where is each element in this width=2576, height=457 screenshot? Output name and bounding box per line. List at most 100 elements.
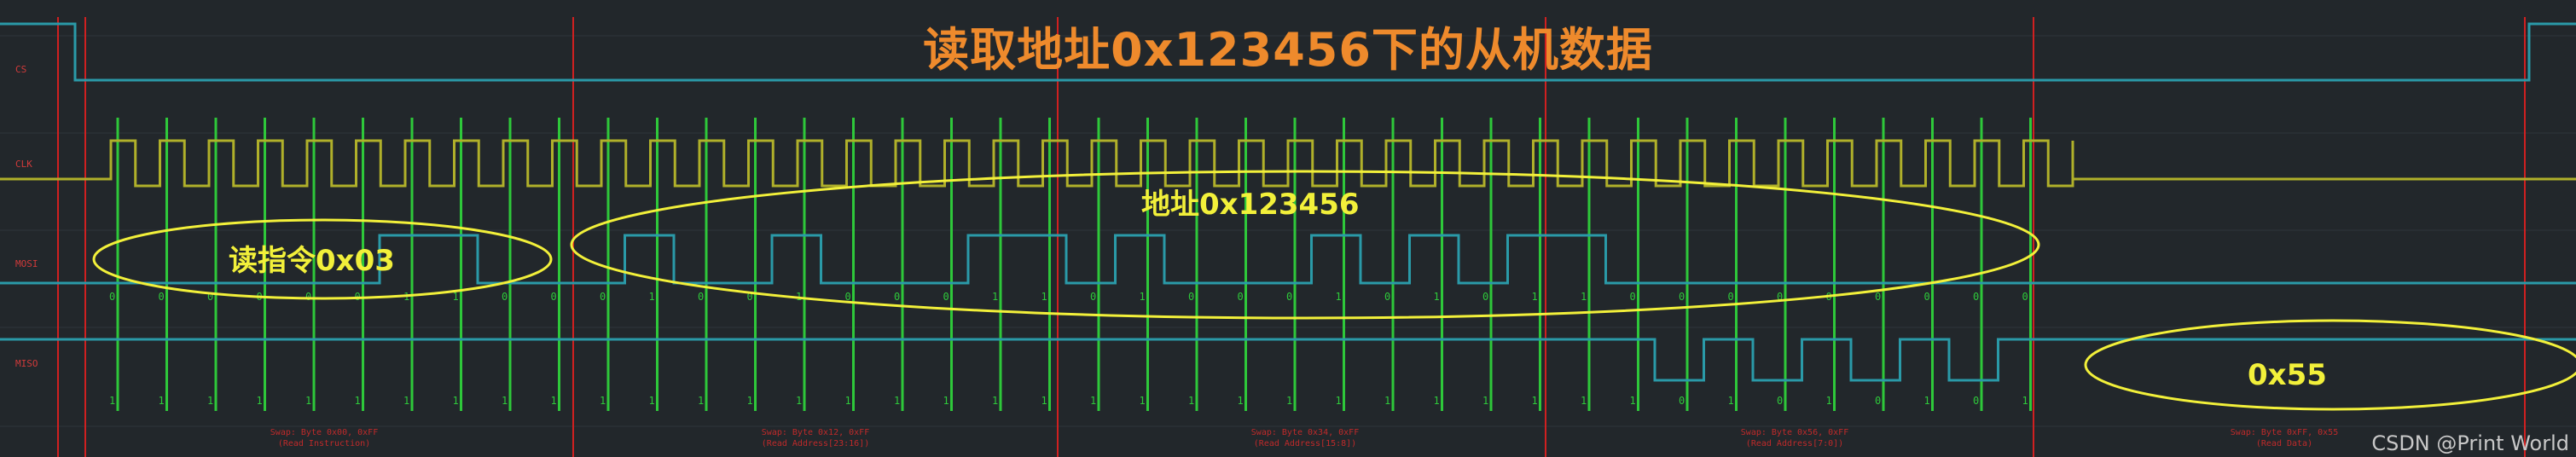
decode-label-instruction-line1: Swap: Byte 0x00, 0xFF xyxy=(270,428,379,437)
decode-label-address-mid: Swap: Byte 0x34, 0xFF (Read Address[15:8… xyxy=(1228,427,1382,449)
miso-bit-mark-28: 1 xyxy=(1482,395,1488,407)
miso-bit-mark-25: 1 xyxy=(1336,395,1342,407)
mosi-bit-mark-17: 0 xyxy=(943,291,949,303)
miso-bit-mark-16: 1 xyxy=(894,395,900,407)
miso-bit-mark-33: 1 xyxy=(1728,395,1734,407)
decode-label-address-high-line1: Swap: Byte 0x12, 0xFF xyxy=(761,428,870,437)
decode-label-address-low: Swap: Byte 0x56, 0xFF (Read Address[7:0]… xyxy=(1718,427,1871,449)
miso-bit-mark-38: 0 xyxy=(1973,395,1979,407)
miso-bit-mark-8: 1 xyxy=(502,395,508,407)
mosi-bit-mark-28: 0 xyxy=(1482,291,1488,303)
decode-label-data: Swap: Byte 0xFF, 0x55 (Read Data) xyxy=(2208,427,2361,449)
miso-bit-mark-2: 1 xyxy=(207,395,213,407)
mosi-bit-mark-33: 0 xyxy=(1728,291,1734,303)
miso-bit-mark-18: 1 xyxy=(992,395,998,407)
channel-label-clk: CLK xyxy=(15,159,32,170)
mosi-bit-mark-10: 0 xyxy=(600,291,606,303)
mosi-waveform xyxy=(0,234,2576,285)
mosi-bit-mark-39: 0 xyxy=(2022,291,2028,303)
miso-bit-mark-12: 1 xyxy=(698,395,704,407)
annotation-address: 地址0x123456 xyxy=(1141,188,1360,222)
miso-bit-mark-9: 1 xyxy=(551,395,557,407)
miso-bit-mark-15: 1 xyxy=(845,395,851,407)
mosi-bit-mark-29: 1 xyxy=(1532,291,1538,303)
mosi-bit-mark-30: 1 xyxy=(1581,291,1587,303)
mosi-bit-mark-9: 0 xyxy=(551,291,557,303)
mosi-bit-mark-7: 1 xyxy=(453,291,459,303)
mosi-bit-mark-32: 0 xyxy=(1679,291,1685,303)
mosi-bit-mark-2: 0 xyxy=(207,291,213,303)
miso-bit-mark-34: 0 xyxy=(1777,395,1783,407)
annotation-data: 0x55 xyxy=(2248,358,2327,392)
mosi-bit-mark-12: 0 xyxy=(698,291,704,303)
mosi-bit-mark-21: 1 xyxy=(1140,291,1146,303)
annotation-ellipse-data xyxy=(2084,319,2576,411)
miso-bit-mark-1: 1 xyxy=(159,395,165,407)
mosi-bit-mark-24: 0 xyxy=(1286,291,1292,303)
decode-label-address-mid-line2: (Read Address[15:8]) xyxy=(1253,439,1357,448)
miso-bit-mark-32: 0 xyxy=(1679,395,1685,407)
annotation-ellipse-address xyxy=(570,170,2040,320)
miso-bit-mark-3: 1 xyxy=(257,395,263,407)
decode-label-instruction: Swap: Byte 0x00, 0xFF (Read Instruction) xyxy=(247,427,401,449)
miso-bit-mark-36: 0 xyxy=(1875,395,1881,407)
mosi-bit-mark-26: 0 xyxy=(1384,291,1390,303)
watermark: CSDN @Print World xyxy=(2371,431,2569,455)
miso-bit-mark-26: 1 xyxy=(1384,395,1390,407)
decode-label-address-low-line2: (Read Address[7:0]) xyxy=(1745,439,1844,448)
clk-waveform xyxy=(0,139,2576,188)
mosi-bit-mark-23: 0 xyxy=(1238,291,1244,303)
decode-label-address-high-line2: (Read Address[23:16]) xyxy=(761,439,870,448)
mosi-bit-mark-13: 0 xyxy=(747,291,753,303)
miso-bit-mark-35: 1 xyxy=(1826,395,1832,407)
mosi-bit-mark-15: 0 xyxy=(845,291,851,303)
decode-label-instruction-line2: (Read Instruction) xyxy=(277,439,371,448)
miso-bit-mark-29: 1 xyxy=(1532,395,1538,407)
miso-bit-mark-10: 1 xyxy=(600,395,606,407)
mosi-bit-mark-0: 0 xyxy=(109,291,115,303)
miso-bit-mark-17: 1 xyxy=(943,395,949,407)
mosi-bit-mark-34: 0 xyxy=(1777,291,1783,303)
mosi-bit-mark-38: 0 xyxy=(1973,291,1979,303)
mosi-bit-mark-16: 0 xyxy=(894,291,900,303)
miso-bit-mark-4: 1 xyxy=(305,395,311,407)
miso-bit-mark-7: 1 xyxy=(453,395,459,407)
mosi-bit-mark-25: 1 xyxy=(1336,291,1342,303)
decode-label-address-low-line1: Swap: Byte 0x56, 0xFF xyxy=(1740,428,1849,437)
mosi-bit-mark-19: 1 xyxy=(1041,291,1047,303)
decode-label-data-line1: Swap: Byte 0xFF, 0x55 xyxy=(2230,428,2339,437)
miso-bit-mark-37: 1 xyxy=(1924,395,1930,407)
mosi-bit-mark-8: 0 xyxy=(502,291,508,303)
mosi-bit-mark-18: 1 xyxy=(992,291,998,303)
miso-bit-mark-23: 1 xyxy=(1238,395,1244,407)
mosi-bit-mark-11: 1 xyxy=(649,291,655,303)
mosi-bit-mark-5: 0 xyxy=(355,291,361,303)
miso-bit-mark-20: 1 xyxy=(1090,395,1096,407)
miso-bit-mark-19: 1 xyxy=(1041,395,1047,407)
mosi-bit-mark-20: 0 xyxy=(1090,291,1096,303)
miso-bit-mark-0: 1 xyxy=(109,395,115,407)
decode-label-address-mid-line1: Swap: Byte 0x34, 0xFF xyxy=(1250,428,1360,437)
mosi-bit-mark-37: 0 xyxy=(1924,291,1930,303)
miso-bit-mark-14: 1 xyxy=(796,395,802,407)
miso-bit-mark-22: 1 xyxy=(1188,395,1194,407)
miso-bit-mark-5: 1 xyxy=(355,395,361,407)
mosi-bit-mark-31: 0 xyxy=(1630,291,1636,303)
miso-bit-mark-39: 1 xyxy=(2022,395,2028,407)
annotation-ellipse-read-command xyxy=(92,218,553,300)
miso-bit-mark-27: 1 xyxy=(1434,395,1440,407)
miso-bit-mark-30: 1 xyxy=(1581,395,1587,407)
decode-label-address-high: Swap: Byte 0x12, 0xFF (Read Address[23:1… xyxy=(739,427,892,449)
channel-label-miso: MISO xyxy=(15,358,38,369)
channel-label-cs: CS xyxy=(15,64,27,75)
miso-bit-mark-11: 1 xyxy=(649,395,655,407)
miso-bit-mark-21: 1 xyxy=(1140,395,1146,407)
miso-bit-mark-31: 1 xyxy=(1630,395,1636,407)
mosi-bit-mark-1: 0 xyxy=(159,291,165,303)
miso-bit-mark-13: 1 xyxy=(747,395,753,407)
mosi-bit-mark-36: 0 xyxy=(1875,291,1881,303)
cs-waveform xyxy=(0,22,2576,82)
mosi-bit-mark-4: 0 xyxy=(305,291,311,303)
